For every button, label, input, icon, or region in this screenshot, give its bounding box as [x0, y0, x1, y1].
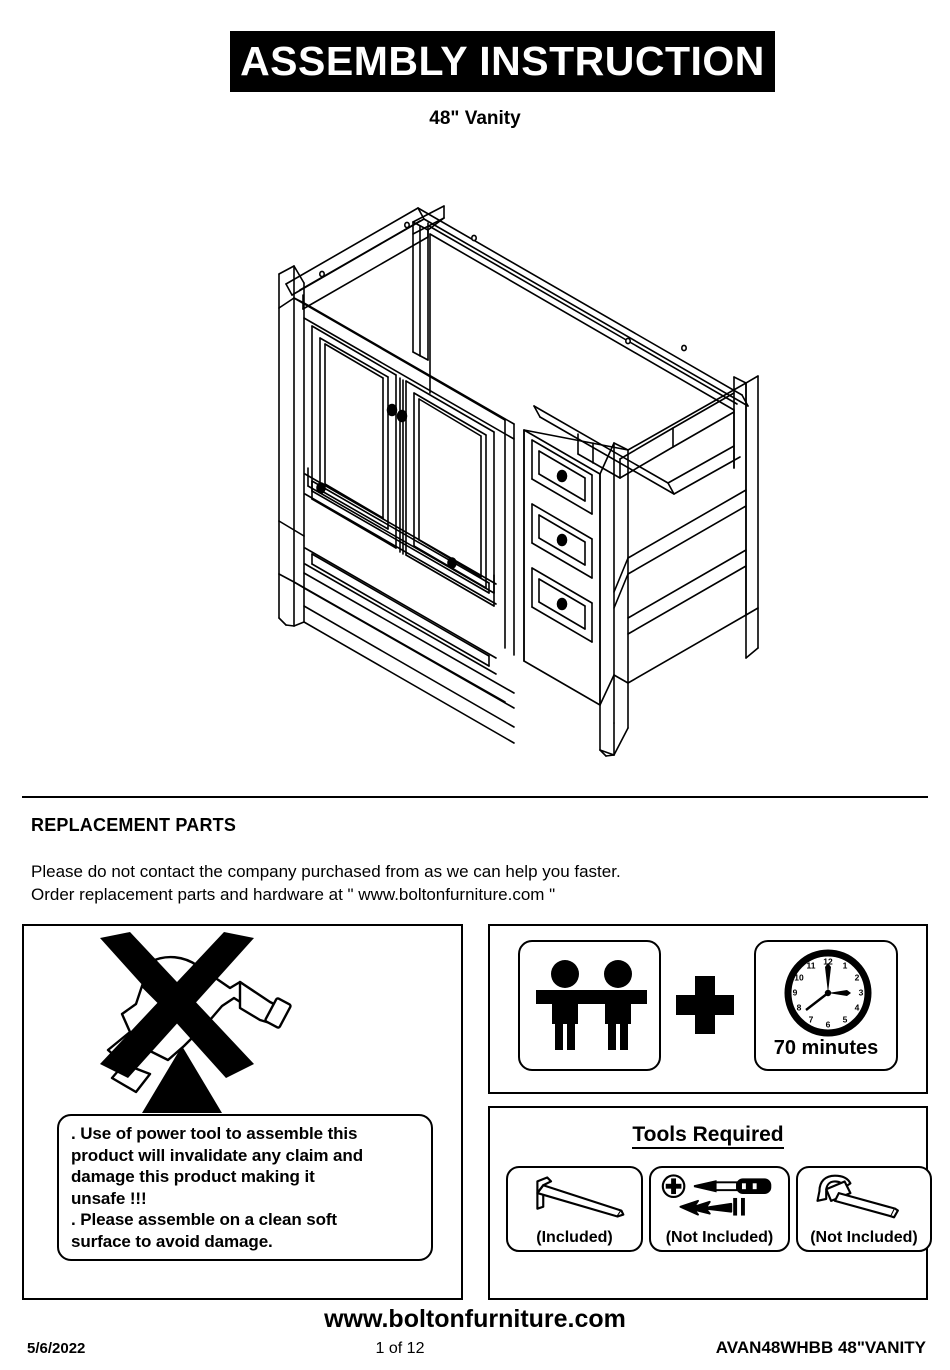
warning-text-box: . Use of power tool to assemble this pro… — [57, 1114, 433, 1261]
replacement-parts-line-2: Order replacement parts and hardware at … — [31, 885, 556, 904]
svg-text:7: 7 — [809, 1014, 814, 1024]
warning-line-4: unsafe !!! — [71, 1188, 147, 1208]
warning-line-6: surface to avoid damage. — [71, 1231, 273, 1251]
cabinet-right-door — [396, 377, 495, 607]
warning-line-5: . Please assemble on a clean soft — [71, 1210, 337, 1229]
power-tool-warning-panel: . Use of power tool to assemble this pro… — [22, 924, 463, 1300]
tool-item-hammer: (Not Included) — [796, 1166, 932, 1252]
warning-line-1: . Use of power tool to assemble this — [71, 1124, 358, 1143]
svg-text:9: 9 — [793, 987, 798, 997]
no-power-tool-icon — [64, 928, 324, 1113]
svg-text:8: 8 — [797, 1002, 802, 1012]
assembly-instruction-banner: ASSEMBLY INSTRUCTION — [230, 31, 775, 92]
hammer-caption: (Not Included) — [810, 1229, 918, 1246]
tools-required-heading: Tools Required — [490, 1123, 926, 1149]
vanity-assembly-diagram — [248, 178, 772, 763]
footer-model-code: AVAN48WHBB 48"VANITY — [715, 1338, 926, 1357]
tool-item-allen-key: (Included) — [506, 1166, 643, 1252]
allen-key-icon — [512, 1171, 637, 1221]
cabinet-side-drawers — [523, 429, 601, 706]
screwdriver-icon — [655, 1171, 784, 1221]
footer-page-number: 1 of 12 — [375, 1340, 425, 1357]
cabinet-left-door — [311, 325, 398, 549]
cabinet-front-frame — [293, 297, 525, 744]
page-title: ASSEMBLY INSTRUCTION — [240, 38, 765, 84]
cabinet-hardware-holes — [319, 221, 687, 352]
replacement-parts-line-1: Please do not contact the company purcha… — [31, 862, 621, 881]
tool-item-screwdriver: (Not Included) — [649, 1166, 790, 1252]
cabinet-top-frame — [285, 207, 749, 407]
cabinet-bottom-drawer — [304, 467, 497, 675]
plus-icon — [676, 976, 734, 1034]
allen-key-caption: (Included) — [536, 1229, 613, 1246]
footer-date: 5/6/2022 — [27, 1340, 86, 1357]
warning-line-3: damage this product making it — [71, 1167, 315, 1186]
cabinet-right-rear-post — [733, 375, 759, 659]
svg-text:11: 11 — [807, 960, 816, 970]
clock-icon: 12 1 2 3 4 5 6 7 8 9 10 11 — [775, 949, 881, 1037]
people-and-time-panel: 12 1 2 3 4 5 6 7 8 9 10 11 — [488, 924, 928, 1094]
cabinet-interior-shelf — [523, 392, 741, 495]
svg-text:2: 2 — [855, 972, 860, 982]
warning-line-2: product will invalidate any claim and — [71, 1145, 363, 1165]
website-url: www.boltonfurniture.com — [324, 1305, 626, 1333]
svg-text:5: 5 — [843, 1014, 848, 1024]
hammer-icon — [802, 1171, 926, 1221]
section-divider — [22, 796, 928, 798]
svg-text:6: 6 — [826, 1019, 831, 1029]
screwdriver-caption: (Not Included) — [665, 1229, 774, 1246]
cabinet-back-panel — [302, 222, 735, 469]
assembly-time-label: 70 minutes — [773, 1037, 879, 1059]
svg-text:1: 1 — [843, 960, 848, 970]
svg-text:4: 4 — [855, 1002, 860, 1012]
cabinet-right-side-face — [613, 382, 747, 684]
cabinet-left-rear-post — [278, 265, 305, 309]
svg-text:10: 10 — [794, 972, 804, 982]
cabinet-center-divider — [412, 205, 445, 361]
two-people-icon — [530, 956, 653, 1058]
replacement-parts-heading: REPLACEMENT PARTS — [31, 815, 237, 835]
cabinet-left-side — [278, 297, 305, 627]
cabinet-right-front-post — [599, 442, 629, 757]
svg-text:12: 12 — [823, 956, 833, 966]
svg-text:3: 3 — [859, 987, 864, 997]
tools-required-panel: Tools Required (Included) — [488, 1106, 932, 1300]
assembly-time-tile: 12 1 2 3 4 5 6 7 8 9 10 11 — [754, 940, 898, 1071]
two-people-tile — [518, 940, 661, 1071]
product-subtitle: 48" Vanity — [429, 108, 521, 129]
